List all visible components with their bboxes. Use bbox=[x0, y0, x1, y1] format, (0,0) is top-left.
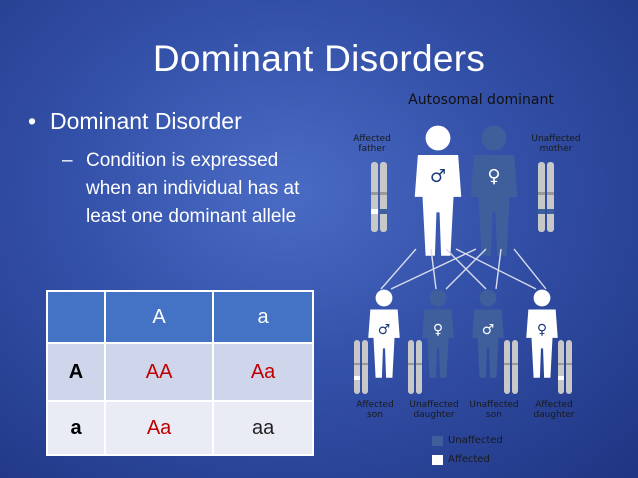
sub-bullet-text: Condition is expressed when an individua… bbox=[86, 150, 300, 227]
child-label: Affected son bbox=[350, 400, 400, 420]
child-label-line1: Affected bbox=[535, 400, 573, 410]
child-label-line2: son bbox=[367, 410, 383, 420]
legend-swatch-affected bbox=[432, 455, 443, 465]
bullet-text: Dominant Disorder bbox=[50, 108, 242, 134]
affected-father-figure: ♂ bbox=[414, 125, 462, 256]
slide-title: Dominant Disorders bbox=[152, 38, 486, 79]
father-label: Affected father bbox=[344, 134, 400, 154]
legend-label-unaffected: Unaffected bbox=[448, 435, 503, 446]
child-label-line2: daughter bbox=[413, 410, 455, 420]
mother-label-line1: Unaffected bbox=[531, 134, 581, 144]
punnett-cell: Aa bbox=[103, 400, 215, 456]
punnett-row: a Aa aa bbox=[46, 400, 314, 456]
father-chromosomes bbox=[371, 162, 387, 232]
child-label-line1: Unaffected bbox=[409, 400, 459, 410]
father-label-line2: father bbox=[358, 144, 386, 154]
figure-title: Autosomal dominant bbox=[408, 92, 554, 108]
bullet-item: • Dominant Disorder bbox=[28, 108, 242, 135]
child-label-line2: daughter bbox=[533, 410, 575, 420]
child-label-line1: Unaffected bbox=[469, 400, 519, 410]
punnett-cell: Aa bbox=[212, 342, 314, 402]
child-label: Unaffected son bbox=[466, 400, 522, 420]
punnett-row-header: a bbox=[46, 400, 106, 456]
sub-bullet-item: – Condition is expressed when an individ… bbox=[62, 147, 316, 231]
child-label: Affected daughter bbox=[526, 400, 582, 420]
punnett-row-header: A bbox=[46, 342, 106, 402]
male-icon: ♂ bbox=[482, 322, 495, 338]
female-icon: ♀ bbox=[487, 166, 500, 187]
punnett-cell: AA bbox=[103, 342, 215, 402]
punnett-cell: aa bbox=[212, 400, 314, 456]
punnett-row: A AA Aa bbox=[46, 342, 314, 402]
bullet-dot: • bbox=[28, 108, 37, 134]
unaffected-mother-figure: ♀ bbox=[470, 125, 518, 256]
punnett-square: A a A AA Aa a Aa aa bbox=[46, 290, 314, 456]
inheritance-diagram: ♂ ♀ ♂ bbox=[354, 125, 572, 394]
affected-son-figure: ♂ bbox=[354, 289, 400, 394]
male-icon: ♂ bbox=[430, 166, 446, 187]
mother-label: Unaffected mother bbox=[526, 134, 586, 154]
legend-label-affected: Affected bbox=[448, 454, 490, 465]
inheritance-arrows bbox=[380, 248, 547, 290]
unaffected-son-figure: ♂ bbox=[472, 289, 518, 394]
child-label-line2: son bbox=[486, 410, 502, 420]
female-icon: ♀ bbox=[433, 322, 443, 338]
sub-bullet-dash: – bbox=[62, 150, 73, 171]
affected-daughter-figure: ♀ bbox=[526, 289, 572, 394]
legend-swatch-unaffected bbox=[432, 436, 443, 446]
mother-label-line2: mother bbox=[539, 144, 573, 154]
punnett-col-header: A bbox=[103, 290, 215, 344]
inheritance-figure: Autosomal dominant ♂ ♀ bbox=[336, 84, 626, 478]
mother-chromosomes bbox=[538, 162, 554, 232]
unaffected-daughter-figure: ♀ bbox=[408, 289, 454, 394]
male-icon: ♂ bbox=[378, 322, 391, 338]
female-icon: ♀ bbox=[537, 322, 547, 338]
child-label-line1: Affected bbox=[356, 400, 394, 410]
child-label: Unaffected daughter bbox=[406, 400, 462, 420]
punnett-corner-cell bbox=[46, 290, 106, 344]
punnett-col-header: a bbox=[212, 290, 314, 344]
father-label-line1: Affected bbox=[353, 134, 391, 144]
punnett-header-row: A a bbox=[46, 290, 314, 344]
